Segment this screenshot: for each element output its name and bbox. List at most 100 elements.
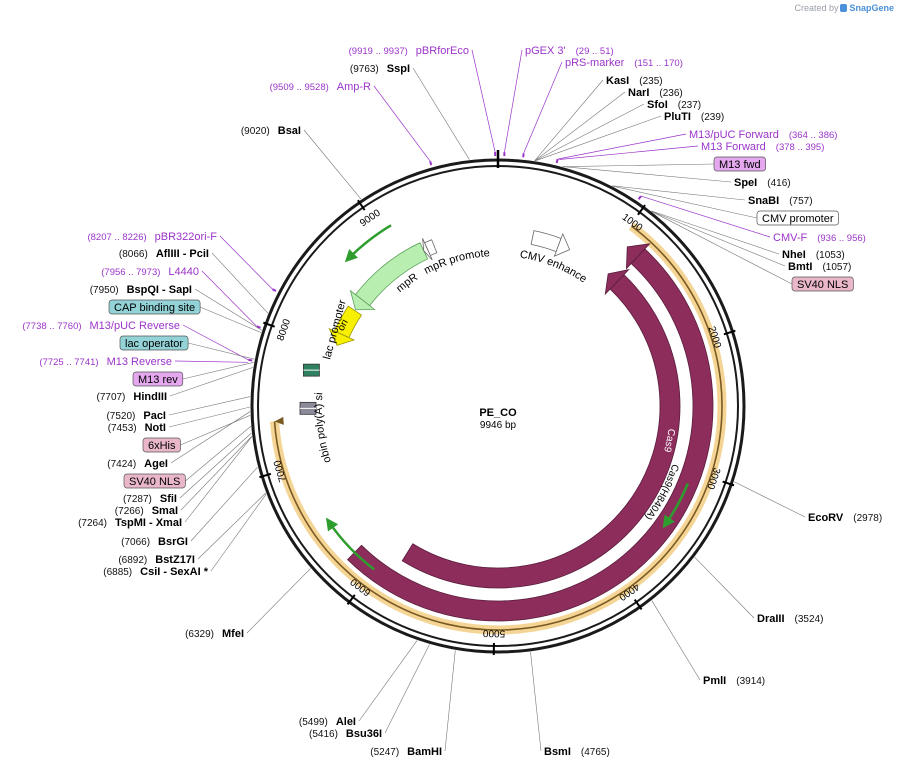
enzyme-snabi[interactable]: (757)SnaBI xyxy=(748,195,813,207)
svg-text:M13/pUC Forward: M13/pUC Forward xyxy=(689,129,779,141)
enzyme-paci[interactable]: (7520)PacI xyxy=(106,410,166,422)
enzyme-pluti[interactable]: (239)PluTI xyxy=(664,111,724,123)
primer-leader-line xyxy=(557,133,687,160)
svg-text:KasI: KasI xyxy=(606,75,629,87)
svg-text:DraIII: DraIII xyxy=(757,613,785,625)
svg-text:BsaI: BsaI xyxy=(278,125,301,137)
primer-m13-reverse[interactable]: (7725 .. 7741)M13 Reverse xyxy=(39,356,172,368)
tick-mark xyxy=(723,329,736,336)
tick-mark xyxy=(722,480,735,487)
feature-box-sv40-nls[interactable]: SV40 NLS xyxy=(123,473,186,489)
svg-text:BspQI - SapI: BspQI - SapI xyxy=(127,284,192,296)
primer-m13-forward[interactable]: (378 .. 395)M13 Forward xyxy=(701,141,824,153)
svg-text:(236): (236) xyxy=(659,88,682,99)
enzyme-sfii[interactable]: (7287)SfiI xyxy=(123,493,177,505)
svg-text:SV40 NLS: SV40 NLS xyxy=(129,476,180,488)
svg-text:AgeI: AgeI xyxy=(144,458,168,470)
tick-mark xyxy=(637,204,646,216)
svg-text:(9763): (9763) xyxy=(350,64,379,75)
svg-text:(237): (237) xyxy=(678,100,701,111)
enzyme-pmli[interactable]: (3914)PmlI xyxy=(703,675,765,687)
enzyme-agei[interactable]: (7424)AgeI xyxy=(107,458,168,470)
feature-box-sv40-nls[interactable]: SV40 NLS xyxy=(791,276,854,292)
enzyme-alei[interactable]: (5499)AleI xyxy=(299,716,356,728)
feature-cmv-enhancer[interactable] xyxy=(530,230,571,257)
leader-line xyxy=(190,466,258,542)
enzyme-noti[interactable]: (7453)NotI xyxy=(108,422,166,434)
enzyme-kasi[interactable]: (235) KasI xyxy=(606,75,663,87)
svg-text:(5247): (5247) xyxy=(370,747,399,758)
feature-cas9-h840a-[interactable] xyxy=(346,243,714,622)
enzyme-spei[interactable]: (416)SpeI xyxy=(734,177,791,189)
enzyme-nari[interactable]: (236)NarI xyxy=(628,87,683,99)
feature-box-m13-rev[interactable]: M13 rev xyxy=(132,371,184,387)
tick-label: 8000 xyxy=(275,317,293,342)
plasmid-name: PE_CO xyxy=(479,407,517,419)
feature-box-m13-fwd[interactable]: M13 fwd xyxy=(713,156,766,172)
svg-text:AflIII - PciI: AflIII - PciI xyxy=(156,248,209,260)
svg-text:(7520): (7520) xyxy=(106,411,135,422)
enzyme-sfoi[interactable]: (237)SfoI xyxy=(647,99,701,111)
feature-ampr[interactable] xyxy=(349,242,429,311)
primer-site-mark xyxy=(248,358,253,362)
enzyme-ecorv[interactable]: (2978)EcoRV xyxy=(808,512,882,524)
enzyme-bsai[interactable]: (9020)BsaI xyxy=(241,125,301,137)
svg-text:(29 .. 51): (29 .. 51) xyxy=(576,46,614,57)
svg-text:M13 Reverse: M13 Reverse xyxy=(107,356,172,368)
tick-label: 9000 xyxy=(358,207,383,229)
enzyme-bsrgi[interactable]: (7066)BsrGI xyxy=(121,536,188,548)
svg-text:(235): (235) xyxy=(639,76,662,87)
enzyme-csii[interactable]: (6885)CsiI - SexAI * xyxy=(103,566,208,578)
primer-pgex-3-[interactable]: (29 .. 51)pGEX 3' xyxy=(525,45,614,57)
leader-line xyxy=(169,367,254,397)
enzyme-draiii[interactable]: (3524)DraIII xyxy=(757,613,823,625)
feature-ampr-promoter[interactable] xyxy=(422,238,438,261)
enzyme-afliii[interactable]: (8066)AflIII - PciI xyxy=(119,248,209,260)
enzyme-hindiii[interactable]: (7707)HindIII xyxy=(96,391,167,403)
svg-text:MfeI: MfeI xyxy=(222,628,244,640)
primer-prs-marker[interactable]: (151 .. 170)pRS-marker xyxy=(565,57,683,69)
enzyme-nhei[interactable]: (1053)NheI xyxy=(782,249,845,261)
enzyme-smai[interactable]: (7266)SmaI xyxy=(115,505,178,517)
primer-m13-puc-reverse[interactable]: (7738 .. 7760)M13/pUC Reverse xyxy=(22,320,180,332)
svg-text:SV40 NLS: SV40 NLS xyxy=(797,279,848,291)
enzyme-bsmi[interactable]: (4765)BsmI xyxy=(544,746,610,758)
enzyme-sspi[interactable]: (9763)SspI xyxy=(350,63,410,75)
enzyme-bmti[interactable]: (1057)BmtI xyxy=(788,261,851,273)
tick-mark xyxy=(263,321,276,328)
primer-pbr322ori-f[interactable]: (8207 .. 8226)pBR322ori-F xyxy=(87,231,217,243)
leader-line xyxy=(200,306,262,333)
svg-text:pRS-marker: pRS-marker xyxy=(565,57,625,69)
svg-text:(1053): (1053) xyxy=(816,250,845,261)
feature-ori[interactable] xyxy=(328,305,363,346)
svg-text:CsiI - SexAI *: CsiI - SexAI * xyxy=(140,566,209,578)
feature-cas9[interactable] xyxy=(401,268,681,589)
feature-box-lac-operator[interactable]: lac operator xyxy=(119,335,189,351)
primer-l4440[interactable]: (7956 .. 7973)L4440 xyxy=(101,266,199,278)
enzyme-bspqi[interactable]: (7950)BspQI - SapI xyxy=(90,284,192,296)
tick-mark xyxy=(346,594,356,606)
primer-leader-line xyxy=(373,85,431,162)
leader-line xyxy=(612,185,758,219)
polya-signal-glyph[interactable] xyxy=(299,401,317,415)
primer-amp-r[interactable]: (9509 .. 9528)Amp-R xyxy=(270,81,371,93)
svg-text:M13 fwd: M13 fwd xyxy=(719,159,761,171)
leader-line xyxy=(170,411,251,464)
feature-box-cmv-promoter[interactable]: CMV promoter xyxy=(756,210,839,226)
primer-m13-puc-forward[interactable]: (364 .. 386)M13/pUC Forward xyxy=(689,129,837,141)
lac-promoter-glyph[interactable] xyxy=(303,363,320,377)
enzyme-tspmi[interactable]: (7264)TspMI - XmaI xyxy=(78,517,182,529)
enzyme-bsu36i[interactable]: (5416)Bsu36I xyxy=(309,728,382,740)
enzyme-bstz17i[interactable]: (6892)BstZ17I xyxy=(118,554,195,566)
feature-box-cap-binding-site[interactable]: CAP binding site xyxy=(108,299,201,315)
feature-box-6xhis[interactable]: 6xHis xyxy=(142,437,181,453)
svg-text:PmlI: PmlI xyxy=(703,675,726,687)
primer-pbrforeco[interactable]: (9919 .. 9937)pBRforEco xyxy=(349,45,469,57)
tick-mark xyxy=(633,599,643,611)
primer-cmv-f[interactable]: (936 .. 956)CMV-F xyxy=(773,232,866,244)
enzyme-bamhi[interactable]: (5247)BamHI xyxy=(370,746,442,758)
leader-line xyxy=(563,163,715,167)
svg-text:BstZ17I: BstZ17I xyxy=(155,554,195,566)
enzyme-mfei[interactable]: (6329)MfeI xyxy=(185,628,244,640)
